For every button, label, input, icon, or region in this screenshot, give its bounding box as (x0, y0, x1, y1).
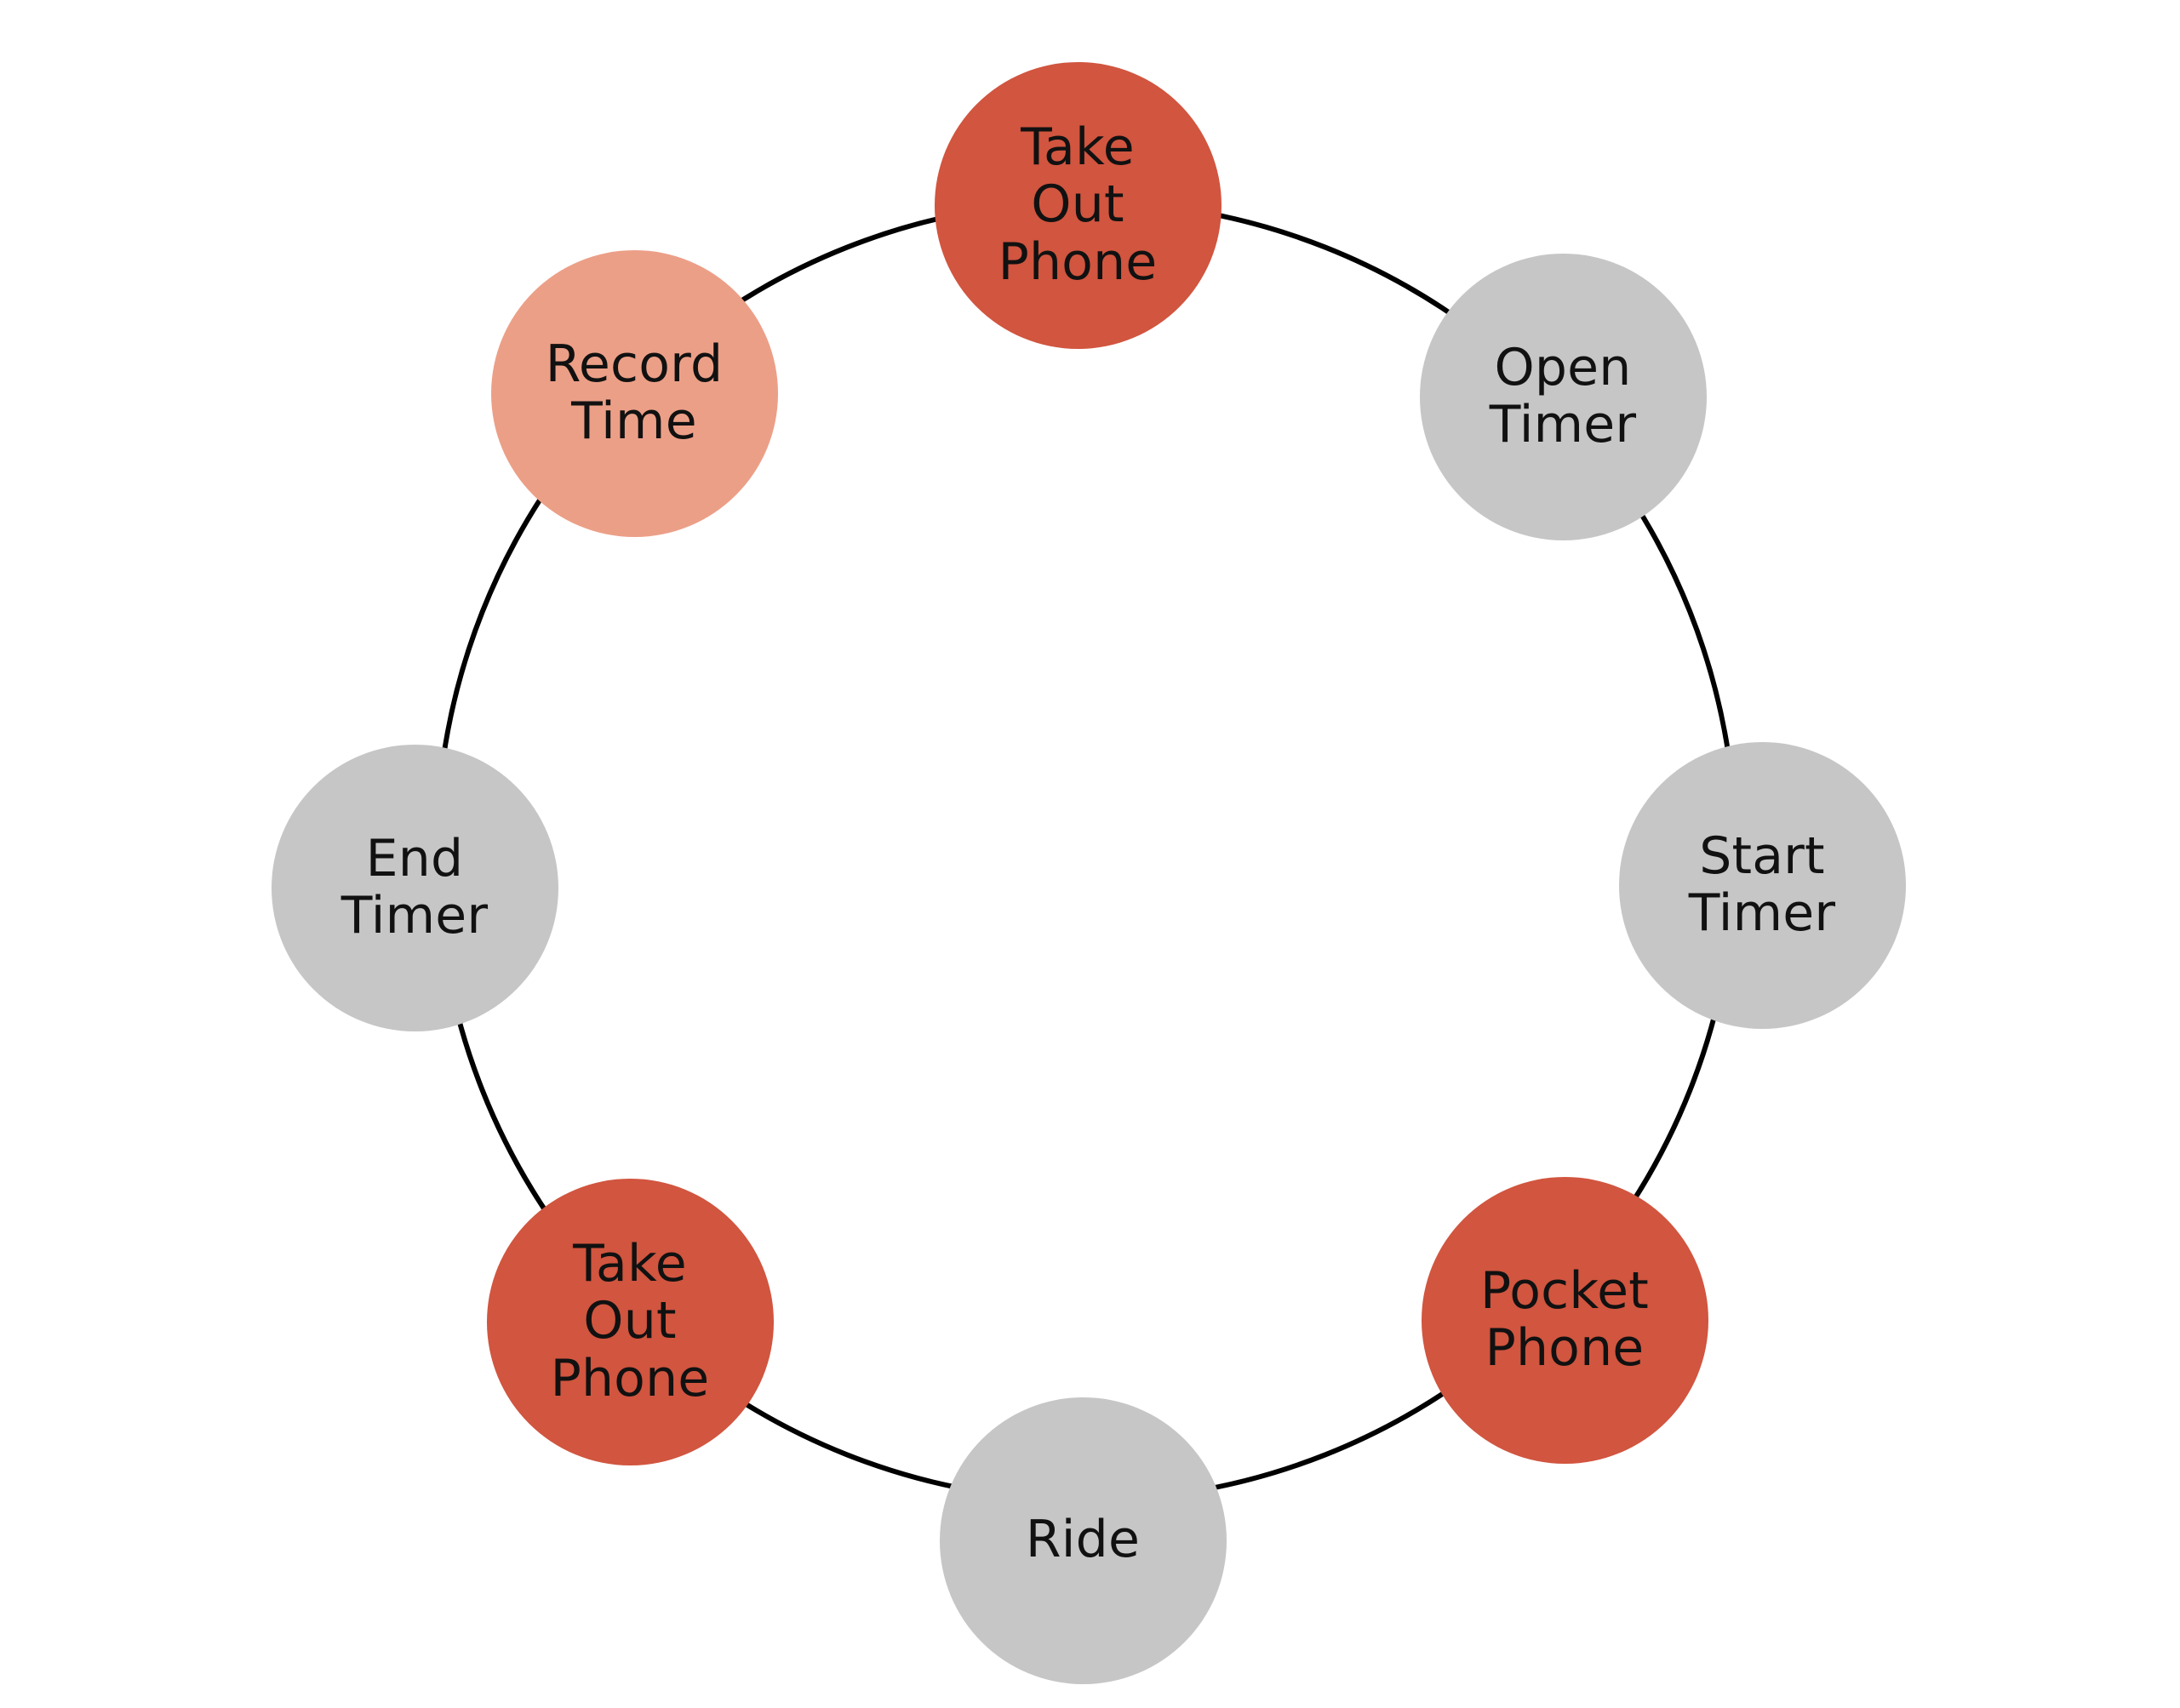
node-label: Start Timer (1688, 825, 1836, 943)
node-pocket-phone[interactable]: Pocket Phone (1421, 1176, 1708, 1464)
node-label: End Timer (340, 828, 489, 945)
node-label: Record Time (545, 334, 724, 451)
node-take-out-phone-bottom[interactable]: Take Out Phone (486, 1178, 774, 1465)
node-label: Open Timer (1489, 337, 1637, 454)
node-label: Ride (1025, 1510, 1141, 1570)
node-label: Take Out Phone (550, 1234, 710, 1408)
node-ride[interactable]: Ride (939, 1397, 1227, 1684)
node-record-time[interactable]: Record Time (490, 249, 778, 537)
node-open-timer[interactable]: Open Timer (1419, 253, 1707, 540)
node-take-out-phone-top[interactable]: Take Out Phone (934, 61, 1222, 349)
node-label: Take Out Phone (998, 117, 1158, 292)
node-label: Pocket Phone (1480, 1260, 1649, 1378)
node-end-timer[interactable]: End Timer (271, 744, 558, 1031)
node-start-timer[interactable]: Start Timer (1618, 741, 1906, 1029)
